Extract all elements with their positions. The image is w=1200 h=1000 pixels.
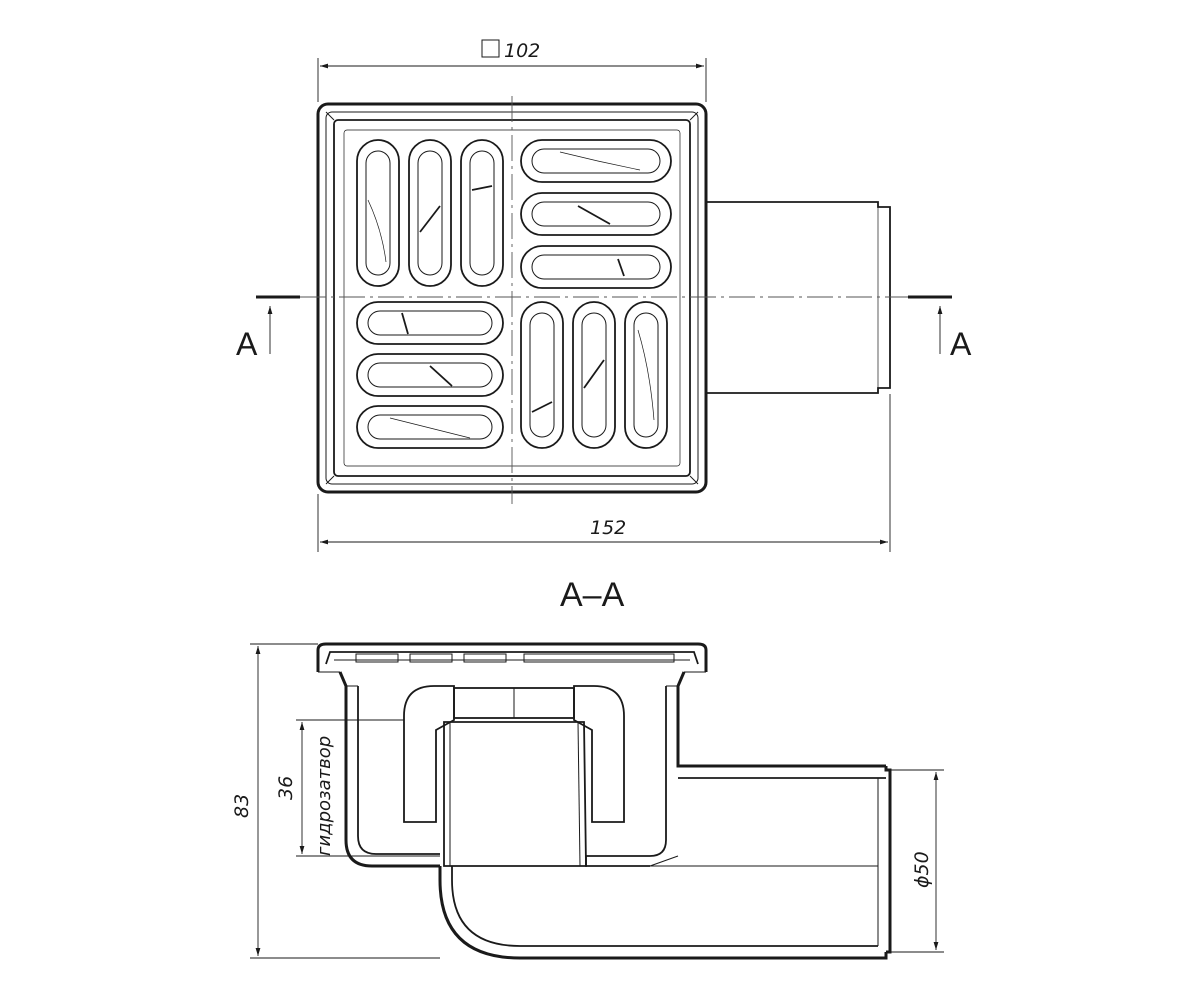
section-mark-right: A bbox=[908, 295, 972, 362]
section-grate bbox=[316, 642, 708, 673]
siphon-cylinder bbox=[443, 721, 587, 867]
slots-top-right bbox=[520, 139, 672, 289]
dimension-width: 102 bbox=[317, 39, 707, 102]
dimension-pipe-diameter: ϕ50 bbox=[890, 769, 944, 953]
section-view: 83 36 гидрозатвор ϕ50 bbox=[231, 642, 944, 960]
slots-bottom-left bbox=[356, 301, 504, 449]
section-mark-left-label: A bbox=[236, 326, 258, 362]
section-body bbox=[338, 671, 892, 960]
seal-label: гидрозатвор bbox=[314, 736, 335, 856]
width-label: 102 bbox=[504, 40, 540, 62]
outlet-pipe-plan bbox=[706, 201, 891, 394]
square-symbol-icon bbox=[481, 39, 500, 58]
section-mark-right-label: A bbox=[950, 326, 972, 362]
seal-height-label: 36 bbox=[275, 776, 297, 800]
dimension-length: 152 bbox=[317, 394, 891, 552]
dimension-seal: 36 гидрозатвор bbox=[275, 722, 335, 856]
plan-view: 102 bbox=[236, 39, 972, 552]
length-label: 152 bbox=[590, 517, 626, 539]
slots-bottom-right bbox=[520, 301, 668, 449]
pipe-diameter-label: ϕ50 bbox=[911, 851, 933, 888]
slots-top-left bbox=[356, 139, 504, 287]
siphon-cap bbox=[403, 685, 625, 823]
dimension-height: 83 bbox=[231, 643, 440, 959]
section-mark-left: A bbox=[236, 295, 300, 362]
height-label: 83 bbox=[231, 794, 253, 818]
section-title: A–A bbox=[560, 576, 625, 614]
